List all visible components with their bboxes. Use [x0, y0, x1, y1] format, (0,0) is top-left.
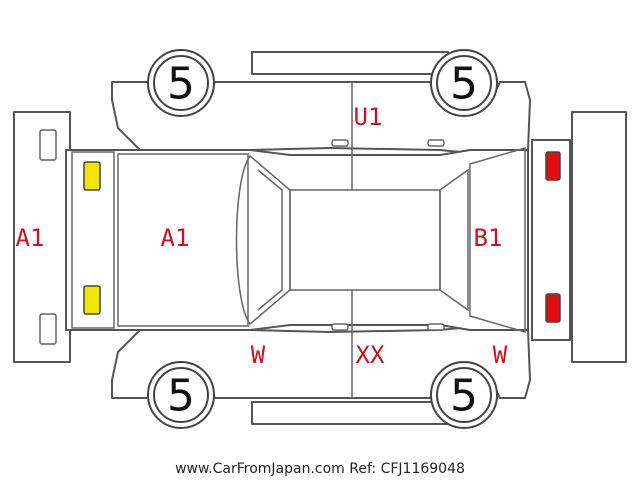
wheel-rear-left: 5	[430, 361, 498, 429]
rear-bumper	[571, 111, 627, 363]
wheel-front-left-grade: 5	[167, 371, 195, 422]
front-light-top-marker	[83, 161, 101, 191]
wheel-rear-right: 5	[430, 49, 498, 117]
wheel-front-left: 5	[147, 361, 215, 429]
footer-reference: www.CarFromJapan.com Ref: CFJ1169048	[175, 461, 465, 477]
rear-window	[439, 168, 469, 312]
body-top-view	[65, 149, 529, 331]
code-front-left-pillar: W	[251, 341, 266, 369]
rear-light-bottom-marker	[545, 293, 561, 323]
bottom-rocker-strip	[251, 401, 449, 425]
code-left-side: XX	[356, 341, 385, 369]
windshield	[235, 154, 291, 326]
front-light-bottom-marker	[83, 285, 101, 315]
windshield-inner	[257, 169, 283, 311]
wheel-front-right-grade: 5	[167, 59, 195, 110]
bottom-rear-door-handle	[427, 323, 445, 331]
code-front-bumper: A1	[16, 224, 45, 252]
bottom-front-door-handle	[331, 323, 349, 331]
wheel-rear-left-grade: 5	[450, 371, 478, 422]
top-rocker-strip	[251, 51, 449, 75]
rear-hatch-panel	[469, 147, 526, 333]
code-rear-hatch: B1	[474, 224, 503, 252]
wheel-front-right: 5	[147, 49, 215, 117]
code-hood: A1	[161, 224, 190, 252]
wheel-rear-right-grade: 5	[450, 59, 478, 110]
front-bumper	[13, 111, 71, 363]
top-rear-door-handle	[427, 139, 445, 147]
top-front-door-handle	[331, 139, 349, 147]
code-roof-right-side: U1	[354, 103, 383, 131]
front-bumper-slot-top	[39, 129, 57, 161]
front-bumper-slot-bottom	[39, 313, 57, 345]
front-lamp-column	[71, 151, 115, 329]
code-rear-left: W	[493, 341, 508, 369]
rear-light-top-marker	[545, 151, 561, 181]
hood-panel	[117, 153, 249, 327]
